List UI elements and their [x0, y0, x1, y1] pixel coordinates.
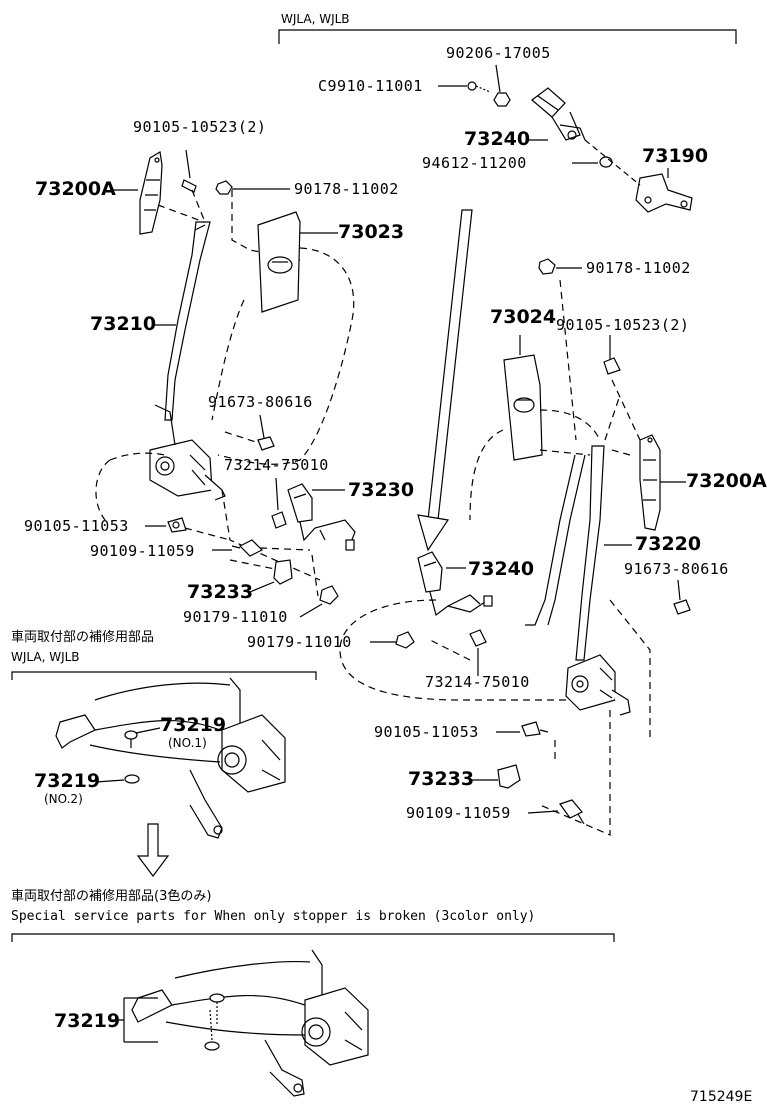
- pillar-trim-73024: [503, 354, 543, 461]
- bolt-91673-left: [257, 436, 275, 451]
- bolt-90105-11053-right: [521, 721, 549, 737]
- part-90179-11010-a: 90179-11010: [183, 608, 288, 626]
- part-73219-detail2: 73219: [54, 1010, 121, 1032]
- part-73233-left: 73233: [187, 581, 254, 603]
- bolt-90105-10523-left: [181, 149, 197, 193]
- section2-title-en: Special service parts for When only stop…: [11, 909, 536, 924]
- part-c9910-11001: C9910-11001: [318, 77, 423, 95]
- part-73219-no1: 73219: [160, 714, 227, 736]
- bracket-73190: [635, 173, 693, 213]
- bolt-90105-11053-left: [167, 517, 187, 533]
- screw-c9910: [467, 81, 491, 93]
- part-91673-80616-right: 91673-80616: [624, 560, 729, 578]
- part-90206-17005: 90206-17005: [446, 44, 551, 62]
- part-73200A-left: 73200A: [35, 178, 116, 200]
- adjuster-73200A-left: [139, 151, 163, 235]
- bolt-91673-right: [673, 599, 691, 615]
- part-73219-no2: 73219: [34, 770, 101, 792]
- buckle-73230: [287, 483, 356, 551]
- part-94612-11200: 94612-11200: [422, 154, 527, 172]
- retractor-right: [565, 654, 631, 716]
- retractor-left: [149, 404, 226, 501]
- part-90178-11002-right: 90178-11002: [586, 259, 691, 277]
- section2-title-jp: 車両取付部の補修用部品(3色のみ): [11, 889, 212, 904]
- belt-73210: [164, 221, 211, 421]
- figure-id: 715249E: [690, 1089, 753, 1105]
- part-90105-10523-left: 90105-10523(2): [133, 118, 267, 136]
- detail-arrow: [136, 823, 170, 877]
- detail2-parts: [131, 949, 369, 1097]
- part-73214-75010-right: 73214-75010: [425, 673, 530, 691]
- dashed-lines-right: [429, 279, 651, 836]
- belt-73220: [525, 445, 605, 661]
- part-90178-11002-left: 90178-11002: [294, 180, 399, 198]
- part-73240-top: 73240: [464, 128, 531, 150]
- part-73023: 73023: [338, 221, 405, 243]
- header-variant-label: WJLA, WJLB: [281, 12, 350, 26]
- washer-94612: [599, 156, 613, 168]
- nut-90178-right: [538, 258, 582, 275]
- arrow-large: [417, 209, 473, 552]
- header-bracket: [278, 29, 737, 44]
- buckle-73240-mid: [417, 551, 493, 617]
- cover-73233-right: [497, 764, 521, 789]
- nut-90179-a: [319, 585, 339, 605]
- part-73220: 73220: [635, 533, 702, 555]
- pillar-trim-73023: [257, 211, 301, 313]
- part-73210: 73210: [90, 313, 157, 335]
- part-73219-no2-suffix: (NO.2): [44, 792, 83, 806]
- seat-outline-right: [339, 409, 601, 701]
- bolt-90109-left: [231, 539, 264, 557]
- nut-90179-b: [395, 631, 415, 649]
- bolt-90109-right: [559, 799, 585, 825]
- cover-73233-left: [273, 559, 293, 585]
- cover-73214-left: [271, 511, 287, 529]
- part-73024: 73024: [490, 306, 557, 328]
- small-nut-top: [493, 92, 511, 107]
- part-90109-11059-left: 90109-11059: [90, 542, 195, 560]
- detail1-parts: [55, 677, 286, 839]
- part-73233-right: 73233: [408, 768, 475, 790]
- part-90105-11053-left: 90105-11053: [24, 517, 129, 535]
- section1-variant: WJLA, WJLB: [11, 650, 80, 664]
- buckle-assembly-top: [531, 87, 586, 141]
- bolt-90105-10523-right: [603, 357, 621, 375]
- cover-73214-right: [469, 629, 487, 647]
- section1-title-jp: 車両取付部の補修用部品: [11, 630, 155, 645]
- part-90109-11059-right: 90109-11059: [406, 804, 511, 822]
- part-91673-80616-left: 91673-80616: [208, 393, 313, 411]
- seat-outline-left: [95, 247, 355, 521]
- part-90105-11053-right: 90105-11053: [374, 723, 479, 741]
- part-73200A-right: 73200A: [686, 470, 767, 492]
- part-73219-no1-suffix: (NO.1): [168, 736, 207, 750]
- detail2-leader-bracket: [110, 997, 158, 1043]
- part-90179-11010-b: 90179-11010: [247, 633, 352, 651]
- part-73214-75010-left: 73214-75010: [224, 456, 329, 474]
- adjuster-73200A-right: [639, 434, 661, 531]
- part-73230: 73230: [348, 479, 415, 501]
- part-90105-10523-right: 90105-10523(2): [556, 316, 690, 334]
- part-73240-mid: 73240: [468, 558, 535, 580]
- dashed-lines-left: [157, 189, 321, 597]
- nut-90178-left: [215, 180, 290, 195]
- section2-bracket: [11, 933, 615, 942]
- section1-bracket: [11, 671, 317, 680]
- part-73190: 73190: [642, 145, 709, 167]
